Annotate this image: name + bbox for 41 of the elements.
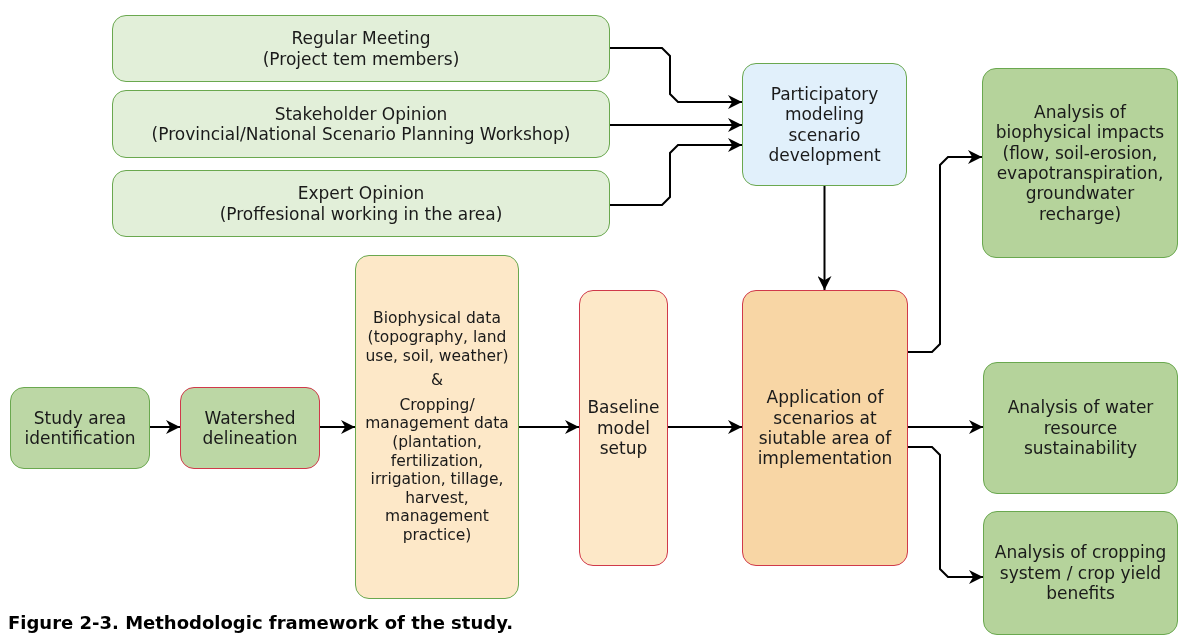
arrow	[149, 420, 181, 434]
box-text: Study area identification	[23, 407, 137, 449]
box-text: Biophysical data (topography, land use, soil, weather)	[364, 309, 510, 366]
process-box	[112, 170, 610, 237]
process-box	[742, 290, 908, 566]
arrow	[319, 420, 356, 434]
process-box	[355, 255, 519, 599]
arrow	[907, 446, 984, 584]
figure-caption: Figure 2-3. Methodologic framework of the study.	[8, 612, 514, 633]
process-box	[742, 63, 907, 186]
arrow	[609, 118, 743, 132]
process-box	[112, 15, 610, 82]
box-text: (Project tem members)	[262, 48, 460, 69]
box-text: Analysis of biophysical impacts (flow, soil-erosion, evapotranspiration, groundwater recharge)	[994, 101, 1166, 225]
arrow	[609, 47, 743, 109]
process-box	[983, 511, 1178, 635]
box-text: (Provincial/National Scenario Planning Workshop)	[151, 124, 571, 145]
box-text: Stakeholder Opinion	[274, 103, 448, 124]
arrow	[609, 138, 743, 206]
process-box	[10, 387, 150, 469]
box-text: &	[430, 371, 444, 390]
box-text: Analysis of water resource sustainability	[1006, 397, 1155, 459]
process-box	[983, 362, 1178, 494]
arrow	[817, 185, 832, 291]
arrow	[907, 150, 983, 353]
arrow	[667, 420, 743, 434]
box-text: Application of scenarios at siutable area of implementation	[756, 387, 894, 469]
process-box	[982, 68, 1178, 258]
arrow	[907, 420, 984, 434]
process-box	[112, 90, 610, 158]
box-text: Baseline model setup	[586, 397, 661, 459]
process-box	[579, 290, 668, 566]
box-text: Analysis of cropping system / crop yield benefits	[993, 542, 1168, 604]
box-text: Expert Opinion	[297, 183, 425, 204]
box-text: Participatory modeling scenario development	[767, 83, 882, 166]
arrow	[518, 420, 580, 434]
box-text: Regular Meeting	[291, 28, 431, 49]
box-text: Watershed delineation	[201, 407, 299, 449]
process-box	[180, 387, 320, 469]
box-text: (Proffesional working in the area)	[219, 203, 503, 224]
box-text: Cropping/ management data (plantation, fertilization, irrigation, tillage, harvest, management practice)	[364, 395, 510, 545]
